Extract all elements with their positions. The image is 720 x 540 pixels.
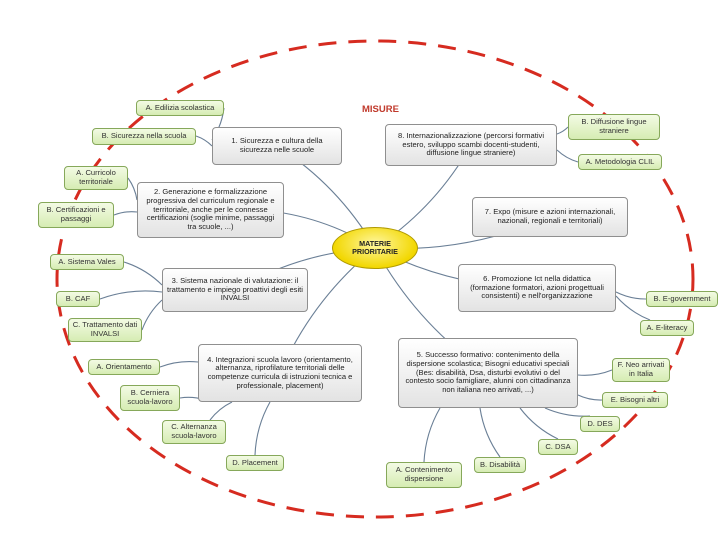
center-node-label: MATERIE PRIORITARIE: [352, 238, 398, 256]
connector-line: [99, 290, 163, 300]
measure-5-label: 5. Successo formativo: contenimento dell…: [405, 350, 571, 395]
action-c-trattamento: C. Trattamento dati INVALSI: [68, 318, 142, 342]
action-c-alternanza: C. Alternanza scuola-lavoro: [162, 420, 226, 444]
connector-line: [254, 401, 271, 456]
action-a-edilizia: A. Edilizia scolastica: [136, 100, 224, 116]
connector-line: [141, 299, 163, 331]
connector-line: [556, 126, 569, 135]
action-b-disabilita: B. Disabilità: [474, 457, 526, 473]
action-b-diffusione: B. Diffusione lingue straniere: [568, 114, 660, 140]
measure-7-label: 7. Expo (misure e azioni internazionali,…: [484, 207, 616, 225]
action-a-contenimento: A. Contenimento dispersione: [386, 462, 462, 488]
dashed-boundary-ellipse: [55, 39, 695, 519]
center-node-materie-prioritarie: MATERIE PRIORITARIE: [332, 227, 418, 269]
connector-line: [127, 177, 138, 201]
measure-8-label: 8. Internazionalizzazione (percorsi form…: [397, 130, 545, 158]
action-a-curricolo: A. Curricolo territoriale: [64, 166, 128, 190]
connector-line: [544, 407, 591, 417]
connector-line: [519, 407, 559, 440]
connector-line: [123, 261, 163, 286]
connector-line: [577, 369, 613, 376]
action-d-placement: D. Placement: [226, 455, 284, 471]
action-b-sicurezza: B. Sicurezza nella scuola: [92, 128, 196, 145]
connector-line: [113, 211, 138, 216]
connector-line: [159, 360, 199, 368]
connector-line: [423, 407, 441, 463]
measure-node-4: 4. Integrazioni scuola lavoro (orientame…: [198, 344, 362, 402]
connector-line: [209, 401, 233, 421]
measure-node-1: 1. Sicurezza e cultura della sicurezza n…: [212, 127, 342, 165]
measure-node-5: 5. Successo formativo: contenimento dell…: [398, 338, 578, 408]
connector-line: [577, 394, 603, 401]
connector-line: [195, 135, 213, 147]
action-a-eliteracy: A. E-literacy: [640, 320, 694, 336]
action-c-dsa: C. DSA: [538, 439, 578, 455]
measure-node-7: 7. Expo (misure e azioni internazionali,…: [472, 197, 628, 237]
measure-1-label: 1. Sicurezza e cultura della sicurezza n…: [231, 136, 323, 154]
measure-3-label: 3. Sistema nazionale di valutazione: il …: [167, 275, 303, 303]
action-b-certificazioni: B. Certificazioni e passaggi: [38, 202, 114, 228]
measure-4-label: 4. Integrazioni scuola lavoro (orientame…: [207, 354, 353, 390]
connector-line: [615, 291, 647, 300]
action-b-cerniera: B. Cerniera scuola-lavoro: [120, 385, 180, 411]
action-e-bisogni: E. Bisogni altri: [602, 392, 668, 408]
measure-node-6: 6. Promozione Ict nella didattica (forma…: [458, 264, 616, 312]
connector-line: [556, 149, 579, 163]
measure-2-label: 2. Generazione e formalizzazione progres…: [146, 187, 275, 232]
action-f-neo: F. Neo arrivati in Italia: [612, 358, 670, 382]
measure-6-label: 6. Promozione Ict nella didattica (forma…: [470, 273, 604, 301]
measure-node-8: 8. Internazionalizzazione (percorsi form…: [385, 124, 557, 166]
action-d-des: D. DES: [580, 416, 620, 432]
action-a-vales: A. Sistema Vales: [50, 254, 124, 270]
measure-node-2: 2. Generazione e formalizzazione progres…: [137, 182, 284, 238]
diagram-title: MISURE: [362, 104, 399, 115]
connector-line: [479, 407, 501, 458]
action-b-egov: B. E-government: [646, 291, 718, 307]
measure-node-3: 3. Sistema nazionale di valutazione: il …: [162, 268, 308, 312]
connector-line: [615, 295, 651, 321]
action-b-caf: B. CAF: [56, 291, 100, 307]
action-a-orientamento: A. Orientamento: [88, 359, 160, 375]
action-a-clil: A. Metodologia CLIL: [578, 154, 662, 170]
